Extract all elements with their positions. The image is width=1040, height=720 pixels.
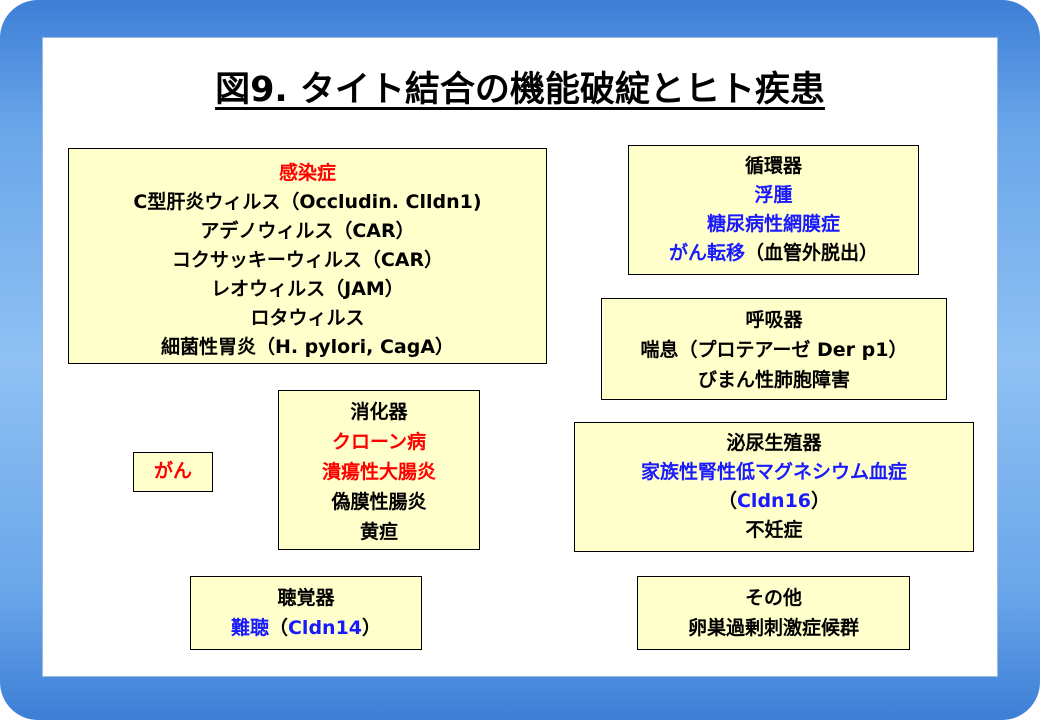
slide-title: 図9. タイト結合の機能破綻とヒト疾患	[0, 66, 1040, 114]
other-item: 卵巣過剰刺激症候群	[687, 617, 859, 639]
infection-item: C型肝炎ウィルス（Occludin. Clldn1)	[133, 191, 482, 213]
infection-item: アデノウィルス（CAR）	[200, 220, 415, 242]
infection-item: 細菌性胃炎（H. pylori, CagA）	[160, 336, 455, 358]
cancer-label: がん	[153, 460, 192, 482]
urogenital-item: 家族性腎性低マグネシウム血症	[640, 461, 907, 483]
gene-cldn16: Cldn16	[736, 490, 812, 512]
paren-open: （	[268, 617, 288, 639]
hearing-item: 難聴（Cldn14）	[191, 613, 421, 643]
extravasation-label: （血管外脱出）	[745, 242, 879, 264]
infection-box: 感染症 C型肝炎ウィルス（Occludin. Clldn1) アデノウィルス（C…	[68, 148, 547, 364]
respiratory-item: 喘息（プロテアーゼ Der p1）	[640, 339, 908, 361]
digestive-box: 消化器 クローン病 潰瘍性大腸炎 偽膜性腸炎 黄疸	[278, 390, 480, 550]
hearing-heading: 聴覚器	[277, 587, 335, 609]
circulatory-box: 循環器 浮腫 糖尿病性網膜症 がん転移（血管外脱出）	[628, 145, 919, 275]
infection-item: レオウィルス（JAM）	[211, 278, 404, 300]
other-box: その他 卵巣過剰刺激症候群	[637, 576, 910, 650]
urogenital-box: 泌尿生殖器 家族性腎性低マグネシウム血症 （Cldn16） 不妊症	[574, 422, 974, 552]
other-heading: その他	[744, 587, 802, 609]
digestive-item: クローン病	[331, 431, 427, 453]
circulatory-item: 糖尿病性網膜症	[706, 213, 840, 235]
digestive-heading: 消化器	[350, 401, 408, 423]
infection-item: ロタウィルス	[250, 307, 365, 329]
hearing-loss-label: 難聴	[230, 617, 269, 639]
infection-heading: 感染症	[278, 162, 336, 184]
digestive-item: 黄疸	[359, 521, 398, 543]
circulatory-heading: 循環器	[744, 155, 802, 177]
gene-cldn14: Cldn14	[287, 617, 363, 639]
hearing-box: 聴覚器 難聴（Cldn14）	[190, 576, 422, 650]
respiratory-heading: 呼吸器	[745, 309, 803, 331]
respiratory-item: びまん性肺胞障害	[697, 369, 850, 391]
circulatory-item: 浮腫	[754, 184, 793, 206]
urogenital-item: 不妊症	[745, 519, 803, 541]
respiratory-box: 呼吸器 喘息（プロテアーゼ Der p1） びまん性肺胞障害	[601, 298, 947, 400]
metastasis-label: がん転移	[668, 242, 745, 264]
paren-close: ）	[362, 617, 382, 639]
digestive-item: 偽膜性腸炎	[331, 491, 427, 513]
slide-title-text: 図9. タイト結合の機能破綻とヒト疾患	[215, 70, 825, 110]
cancer-box: がん	[133, 452, 213, 492]
paren-open: （	[717, 490, 737, 512]
paren-close: ）	[811, 490, 831, 512]
urogenital-heading: 泌尿生殖器	[726, 432, 822, 454]
digestive-item: 潰瘍性大腸炎	[321, 461, 436, 483]
urogenital-gene: （Cldn16）	[575, 487, 973, 516]
infection-item: コクサッキーウィルス（CAR）	[171, 249, 444, 271]
circulatory-item-metastasis: がん転移（血管外脱出）	[629, 239, 918, 268]
